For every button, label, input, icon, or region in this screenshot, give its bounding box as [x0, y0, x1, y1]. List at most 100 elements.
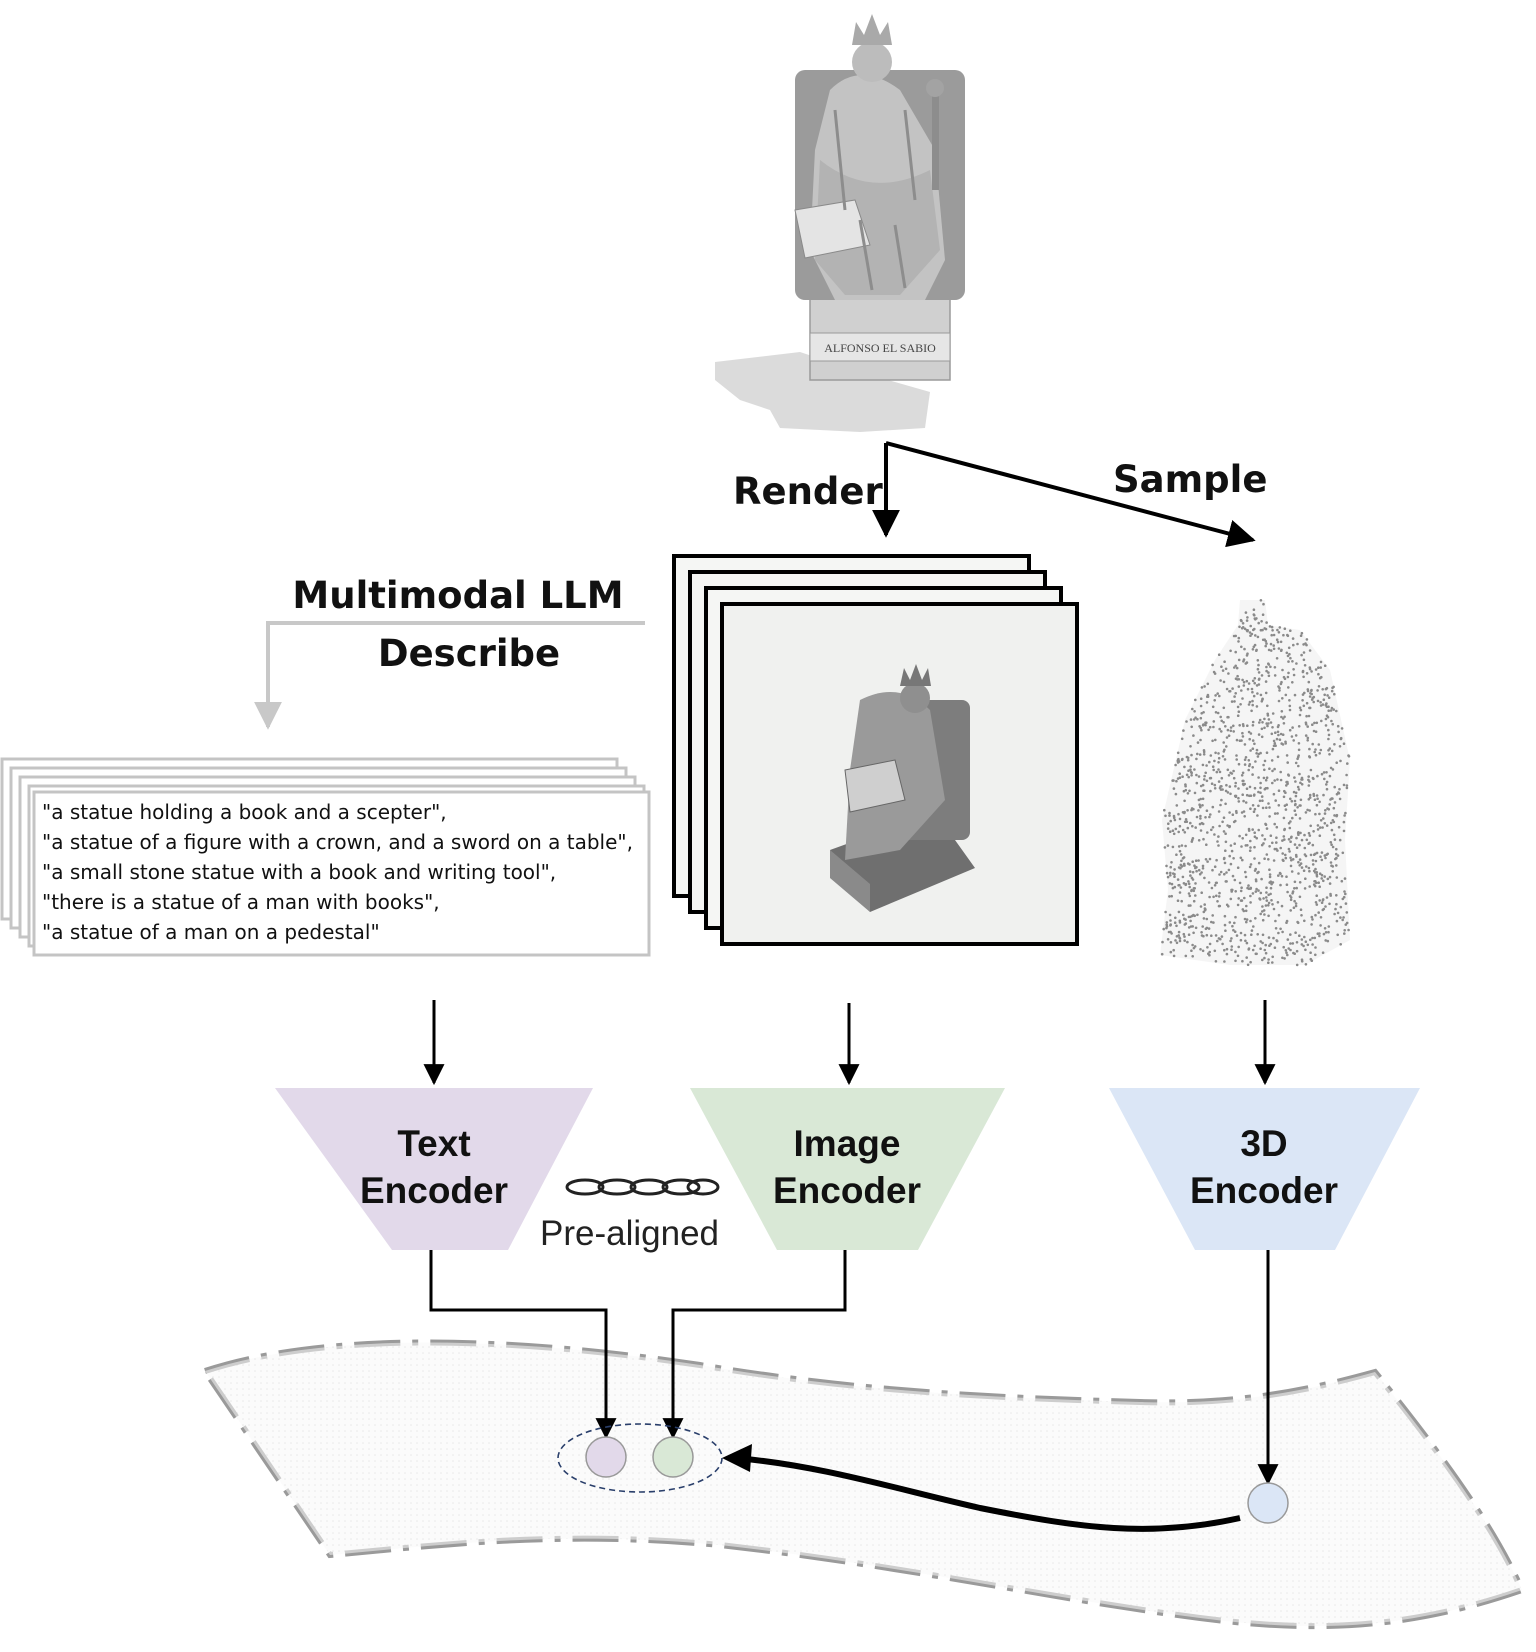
point-cloud-dot	[1333, 814, 1336, 817]
point-cloud-dot	[1224, 802, 1227, 806]
point-cloud-dot	[1249, 919, 1252, 923]
point-cloud-dot	[1257, 733, 1261, 736]
point-cloud-dot	[1210, 934, 1213, 937]
point-cloud-dot	[1265, 891, 1268, 894]
point-cloud-dot	[1258, 897, 1261, 900]
text-embedding-arrow	[429, 1250, 617, 1440]
point-cloud-dot	[1263, 717, 1266, 721]
point-cloud-dot	[1323, 875, 1326, 878]
point-cloud-dot	[1310, 923, 1313, 926]
point-cloud-dot	[1178, 939, 1182, 943]
point-cloud-dot	[1274, 927, 1278, 930]
point-cloud-dot	[1286, 953, 1289, 957]
point-cloud-dot	[1246, 963, 1250, 967]
point-cloud-dot	[1293, 693, 1297, 697]
point-cloud-dot	[1199, 738, 1202, 742]
point-cloud-dot	[1332, 685, 1335, 689]
point-cloud-dot	[1218, 694, 1221, 698]
point-cloud-dot	[1201, 925, 1204, 928]
point-cloud-dot	[1291, 681, 1294, 684]
point-cloud-dot	[1327, 930, 1330, 934]
point-cloud-dot	[1307, 775, 1310, 778]
point-cloud-dot	[1194, 716, 1197, 719]
point-cloud-dot	[1309, 853, 1313, 857]
point-cloud-dot	[1217, 653, 1221, 656]
point-cloud-dot	[1275, 638, 1279, 641]
point-cloud-dot	[1333, 801, 1337, 804]
point-cloud-dot	[1262, 776, 1266, 780]
point-cloud-dot	[1289, 948, 1292, 952]
point-cloud-dot	[1197, 859, 1200, 862]
point-cloud-dot	[1245, 956, 1248, 959]
point-cloud-dot	[1259, 786, 1262, 790]
point-cloud-dot	[1184, 783, 1187, 786]
point-cloud-dot	[1254, 879, 1258, 883]
point-cloud-dot	[1213, 672, 1217, 675]
statue-object: ALFONSO EL SABIO	[715, 14, 965, 432]
point-cloud-dot	[1209, 789, 1212, 793]
point-cloud-dot	[1286, 654, 1290, 658]
point-cloud-dot	[1227, 734, 1231, 737]
point-cloud-dot	[1303, 846, 1307, 850]
point-cloud-dot	[1224, 789, 1228, 793]
point-cloud-dot	[1200, 728, 1203, 732]
point-cloud-dot	[1268, 845, 1271, 848]
point-cloud-dot	[1282, 722, 1286, 725]
point-cloud-dot	[1236, 678, 1239, 681]
point-cloud-dot	[1262, 602, 1265, 606]
point-cloud-dot	[1342, 742, 1346, 745]
point-cloud-dot	[1328, 882, 1332, 885]
point-cloud-dot	[1255, 705, 1259, 708]
point-cloud-dot	[1196, 741, 1200, 744]
point-cloud-dot	[1223, 872, 1226, 876]
point-cloud-dot	[1324, 939, 1327, 942]
point-cloud-dot	[1198, 753, 1202, 756]
point-cloud-dot	[1254, 890, 1258, 893]
point-cloud-dot	[1251, 690, 1254, 694]
point-cloud-dot	[1165, 923, 1168, 927]
point-cloud-dot	[1236, 866, 1240, 869]
point-cloud-dot	[1181, 857, 1185, 860]
point-cloud-dot	[1259, 693, 1263, 697]
point-cloud-dot	[1265, 642, 1268, 645]
point-cloud-dot	[1169, 924, 1172, 927]
point-cloud-dot	[1184, 954, 1188, 958]
point-cloud-dot	[1314, 812, 1317, 816]
point-cloud-dot	[1333, 912, 1336, 916]
point-cloud-dot	[1190, 725, 1193, 729]
point-cloud-dot	[1308, 869, 1311, 873]
point-cloud-dot	[1201, 783, 1205, 787]
point-cloud-dot	[1267, 904, 1270, 907]
point-cloud-dot	[1324, 931, 1328, 934]
point-cloud-dot	[1269, 880, 1273, 883]
point-cloud-dot	[1298, 881, 1302, 884]
point-cloud-dot	[1332, 708, 1335, 711]
point-cloud-dot	[1291, 942, 1295, 945]
point-cloud-dot	[1186, 792, 1190, 795]
point-cloud-dot	[1268, 767, 1271, 770]
point-cloud-dot	[1200, 891, 1203, 894]
describe-arrow	[254, 621, 645, 730]
point-cloud-dot	[1228, 811, 1231, 814]
point-cloud-dot	[1341, 918, 1344, 922]
point-cloud-dot	[1243, 763, 1247, 766]
point-cloud-dot	[1211, 868, 1214, 872]
point-cloud-dot	[1249, 749, 1252, 752]
point-cloud-dot	[1325, 896, 1329, 899]
point-cloud-dot	[1254, 634, 1257, 637]
point-cloud-dot	[1227, 774, 1231, 777]
point-cloud-dot	[1263, 726, 1266, 730]
point-cloud-dot	[1298, 706, 1302, 709]
point-cloud-dot	[1241, 735, 1245, 738]
point-cloud-dot	[1268, 868, 1271, 871]
3d-encoder-line1: 3D	[1240, 1123, 1288, 1164]
point-cloud-dot	[1208, 895, 1211, 899]
point-cloud-dot	[1185, 720, 1188, 723]
point-cloud-dot	[1223, 856, 1226, 860]
point-cloud-dot	[1272, 907, 1276, 911]
point-cloud-dot	[1326, 939, 1330, 943]
point-cloud-dot	[1308, 666, 1312, 669]
point-cloud-dot	[1268, 873, 1272, 876]
point-cloud-dot	[1231, 687, 1234, 690]
point-cloud-dot	[1174, 916, 1177, 920]
